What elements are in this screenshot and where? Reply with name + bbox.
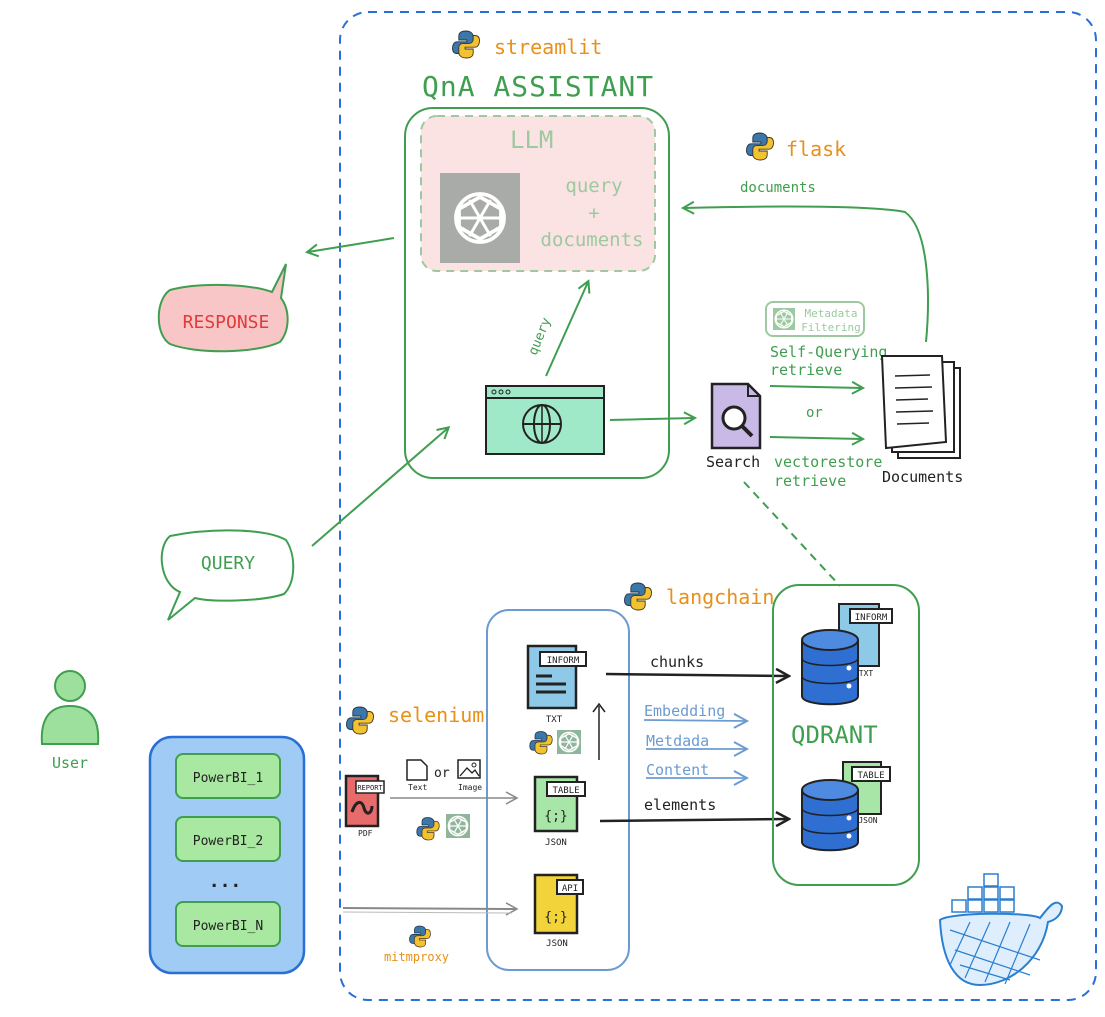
powerbi-item-n-label: PowerBI_N (193, 919, 263, 934)
txt-card-caption: TXT (546, 715, 563, 725)
powerbi-item-1-label: PowerBI_1 (193, 771, 263, 786)
powerbi-item-n[interactable] (175, 901, 281, 947)
pdf-report-icon (344, 774, 385, 828)
powerbi-to-api-arrow (342, 902, 519, 916)
qdrant-db-elements (801, 761, 891, 852)
powerbi-ellipsis: ... (209, 871, 242, 892)
self-query-line1: Self-Querying (770, 343, 887, 361)
vector-line1: vectorestore (774, 453, 882, 471)
txt-card-tag: INFORM (547, 656, 580, 666)
api-card-caption: JSON (546, 939, 568, 949)
query-label: QUERY (201, 553, 255, 574)
streamlit-label: streamlit (494, 35, 602, 59)
txt-inform-card (526, 644, 587, 710)
response-bubble (157, 263, 289, 353)
image-caption: Image (458, 783, 482, 792)
metadata-edge-label: Metdada (646, 732, 709, 750)
langchain-label: langchain (666, 585, 774, 609)
table-card-caption: JSON (545, 838, 567, 848)
embedding-label: Embedding (644, 702, 725, 720)
powerbi-item-2[interactable] (175, 816, 281, 862)
metadata-line1: Metadata (805, 307, 858, 320)
documents-label: Documents (882, 468, 963, 486)
pdf-caption: PDF (358, 829, 373, 838)
langchain-logo (624, 582, 652, 611)
documents-to-llm-arrow (684, 207, 929, 343)
db2-tag: TABLE (857, 771, 884, 781)
search-qdrant-link (743, 481, 841, 587)
db2-caption: JSON (858, 816, 877, 825)
json-table-card: {;} (533, 775, 586, 833)
query-to-webui-arrow (311, 428, 448, 547)
flask-label: flask (786, 137, 846, 161)
metadata-line2: Filtering (801, 321, 861, 334)
query-bubble (160, 529, 295, 621)
pdf-card-tag: REPORT (357, 784, 383, 792)
qdrant-box (772, 584, 920, 886)
vector-line2: retrieve (774, 472, 846, 490)
streamlit-logo (452, 30, 480, 59)
json-api-card: {;} (533, 873, 584, 935)
svg-text:{;}: {;} (544, 910, 567, 925)
qdrant-label: QDRANT (791, 721, 878, 749)
web-ui-icon (485, 385, 605, 455)
docker-boundary (339, 11, 1097, 1001)
self-query-line2: retrieve (770, 361, 842, 379)
db1-tag: INFORM (855, 613, 888, 623)
docker-whale-icon (938, 873, 1064, 987)
langchain-python-icon (529, 731, 553, 755)
svg-text:{;}: {;} (544, 809, 567, 824)
user-avatar-icon (40, 670, 100, 745)
chunks-arrow (605, 674, 788, 676)
langchain-box (486, 609, 630, 971)
api-card-tag: API (562, 884, 578, 894)
powerbi-item-2-label: PowerBI_2 (193, 834, 263, 849)
or-label: or (806, 405, 823, 421)
text-caption: Text (408, 783, 427, 792)
content-label: Content (646, 761, 709, 779)
text-file-icon (406, 759, 428, 781)
query-to-llm-arrow (545, 282, 588, 377)
webui-to-search-arrow (609, 418, 694, 420)
chunks-label: chunks (650, 653, 704, 671)
embedding-arrow (643, 720, 746, 721)
mitmproxy-logo (409, 925, 431, 948)
vectorstore-arrow (769, 437, 862, 439)
llm-line-plus: + (588, 202, 599, 224)
qna-assistant-box (404, 107, 670, 479)
selenium-logo (346, 706, 374, 735)
llm-line-documents: documents (541, 229, 644, 251)
elements-label: elements (644, 796, 716, 814)
search-document-icon (710, 382, 762, 450)
flask-documents-label: documents (740, 180, 816, 196)
mitmproxy-label: mitmproxy (384, 950, 449, 964)
response-label: RESPONSE (183, 312, 270, 333)
image-file-icon (457, 759, 481, 779)
flask-logo (746, 132, 774, 161)
table-card-tag: TABLE (552, 786, 579, 796)
db1-caption: TXT (859, 669, 874, 678)
query-arrow-label: query (526, 315, 555, 357)
selenium-label: selenium (388, 703, 484, 727)
powerbi-item-1[interactable] (175, 753, 281, 799)
selenium-python-icon (416, 817, 440, 841)
llm-title: LLM (510, 126, 553, 154)
qna-assistant-title: QnA ASSISTANT (422, 70, 654, 103)
elements-arrow (599, 819, 788, 821)
llm-to-response-arrow (308, 237, 395, 252)
search-label: Search (706, 453, 760, 471)
llm-line-query: query (565, 175, 622, 197)
documents-stack-icon (880, 355, 961, 459)
text-or-image: or (434, 766, 450, 781)
user-label: User (52, 754, 88, 772)
qdrant-db-chunks (801, 603, 893, 706)
self-query-arrow (769, 386, 862, 388)
